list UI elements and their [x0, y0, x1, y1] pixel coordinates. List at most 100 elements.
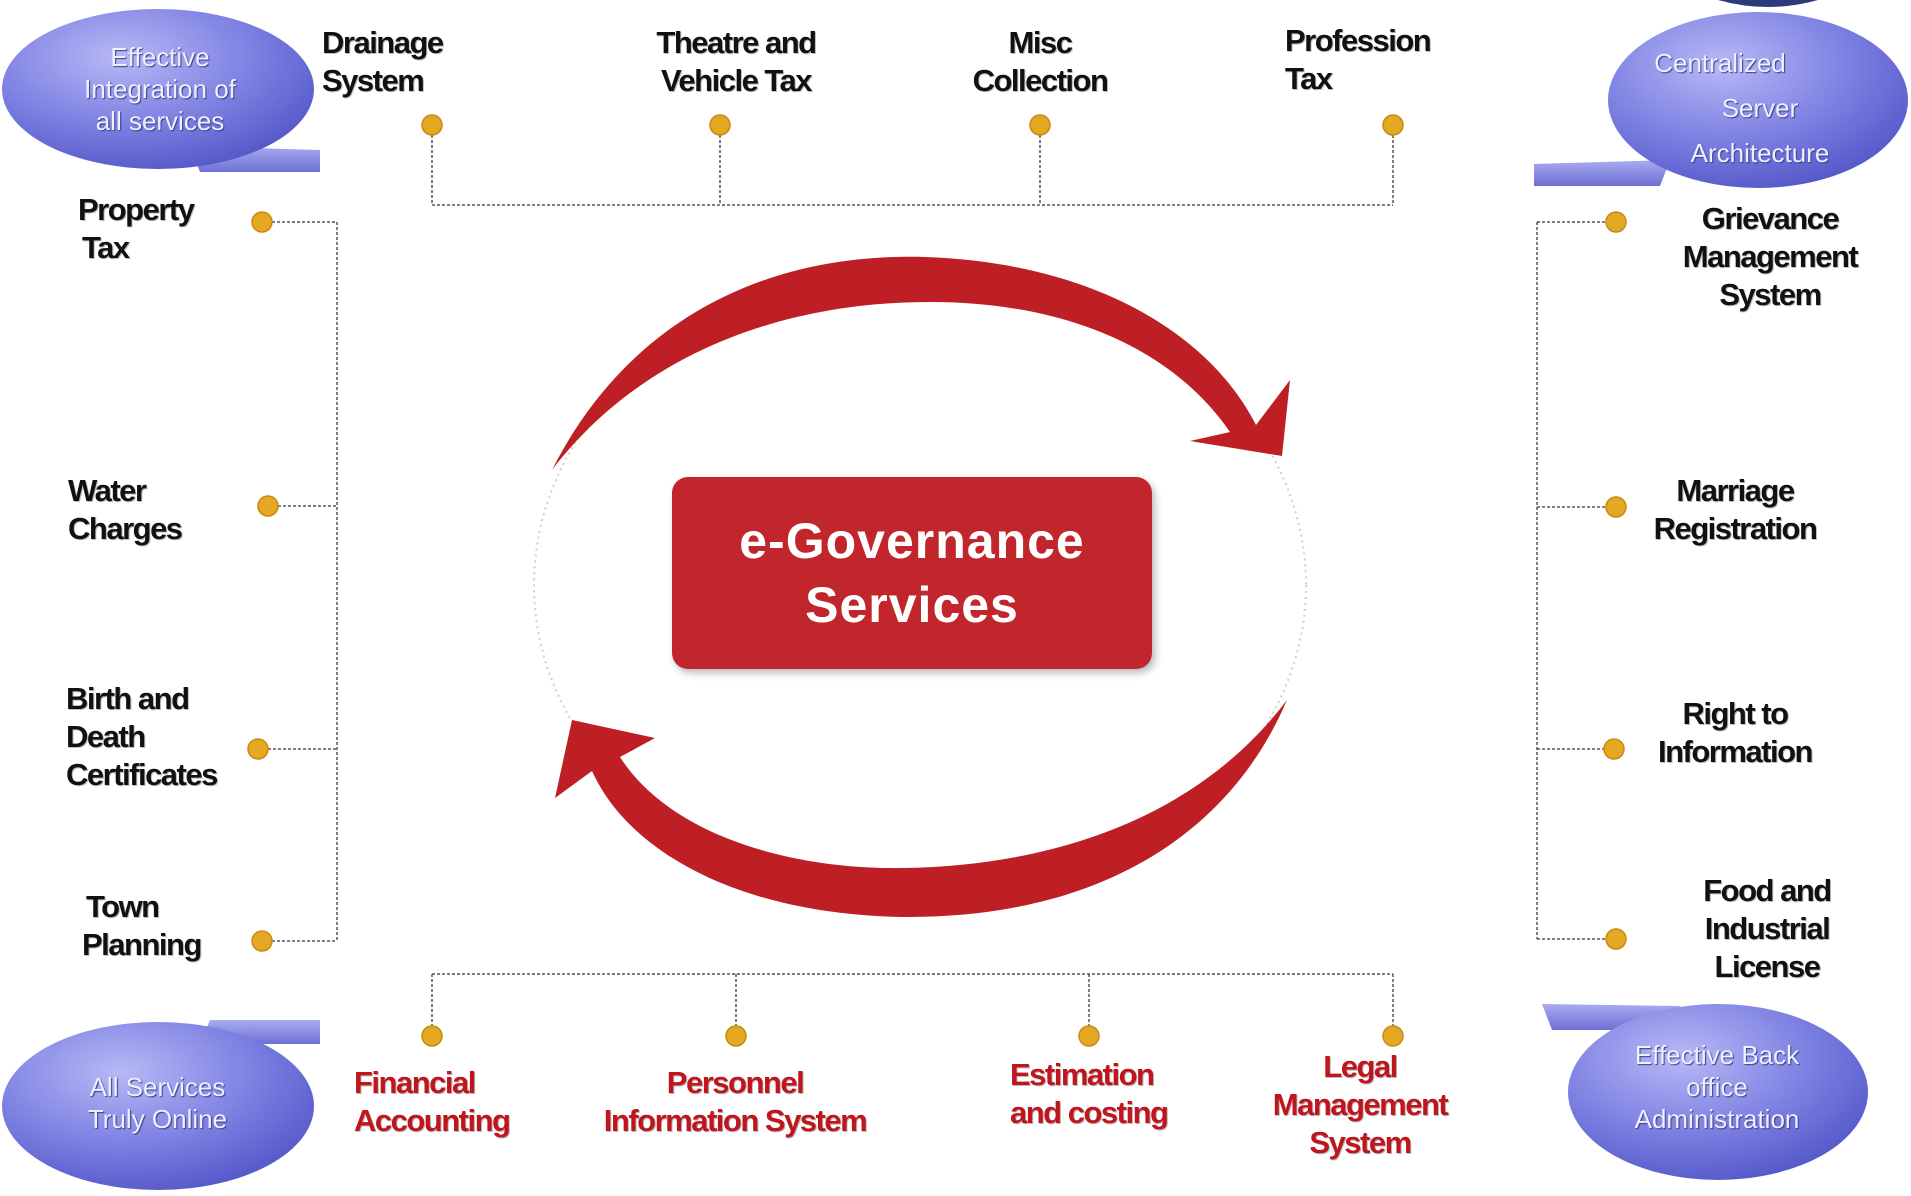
service-personnel-information-system: Personnel Information System — [580, 1064, 890, 1140]
bottom-dot — [1078, 1025, 1100, 1047]
top-dot — [709, 114, 731, 136]
callout-bubble — [1568, 1004, 1868, 1180]
service-marriage-registration: Marriage Registration — [1625, 472, 1845, 548]
service-label-line: Tax — [1285, 61, 1333, 96]
service-theatre-vehicle-tax: Theatre and Vehicle Tax — [636, 24, 836, 100]
service-label-line: Management — [1682, 239, 1859, 274]
service-food-industrial-license: Food and Industrial License — [1660, 872, 1874, 986]
left-connector-group — [258, 221, 338, 942]
central-title-line1: e-Governance — [739, 513, 1085, 569]
service-label-line: Planning — [82, 927, 202, 962]
service-label-line: Grievance — [1701, 201, 1840, 236]
callout-bubble — [1608, 12, 1908, 188]
service-legal-management-system: Legal Management System — [1250, 1048, 1470, 1162]
service-label-line: Information — [1658, 734, 1814, 769]
central-title-box: e-Governance Services — [672, 477, 1152, 669]
cycle-arrow-top — [552, 256, 1290, 470]
service-label-line: Right to — [1682, 696, 1789, 731]
top-dot — [1029, 114, 1051, 136]
callout-text-top-right: Centralized Server Architecture — [1625, 41, 1895, 176]
bottom-dot — [1382, 1025, 1404, 1047]
service-label-line: Food and — [1703, 873, 1832, 908]
service-label-line: Tax — [82, 230, 130, 265]
service-label-line: System — [1719, 277, 1822, 312]
logo-fragment — [1718, 0, 1818, 7]
callout-line: Integration of — [84, 74, 236, 104]
callout-bubble — [2, 9, 314, 169]
callout-line: office — [1686, 1072, 1748, 1102]
service-label-line: Drainage — [322, 25, 444, 60]
service-label-line: Financial — [354, 1065, 476, 1100]
service-label-line: Accounting — [354, 1103, 511, 1138]
callout-bottom-left — [2, 1020, 320, 1190]
callout-line: Server — [1721, 93, 1799, 123]
callout-line: Effective — [110, 42, 210, 72]
service-label-line: Misc — [1008, 25, 1073, 60]
service-label-line: Town — [86, 889, 160, 924]
left-dot — [251, 930, 273, 952]
service-label-line: System — [1309, 1125, 1412, 1160]
service-label-line: and costing — [1010, 1095, 1169, 1130]
service-property-tax: Property Tax — [78, 191, 195, 267]
service-label-line: Registration — [1653, 511, 1818, 546]
service-estimation-and-costing: Estimation and costing — [1010, 1056, 1169, 1132]
callout-line: Administration — [1634, 1104, 1800, 1134]
bottom-connector-group — [431, 973, 1394, 1036]
callout-text-bottom-left: All Services Truly Online — [50, 1071, 265, 1135]
service-misc-collection: Misc Collection — [950, 24, 1130, 100]
right-dot — [1605, 928, 1627, 950]
callout-tail — [1534, 160, 1670, 186]
central-title-line2: Services — [805, 577, 1019, 633]
connector-dots — [247, 114, 1627, 1047]
service-label-line: Industrial — [1704, 911, 1831, 946]
callout-line: Centralized — [1654, 48, 1786, 78]
service-label-line: Legal — [1323, 1049, 1398, 1084]
service-birth-death-certificates: Birth and Death Certificates — [66, 680, 218, 794]
service-town-planning: Town Planning — [82, 888, 202, 964]
service-label-line: System — [322, 63, 425, 98]
service-label-line: Death — [66, 719, 146, 754]
bottom-dot — [725, 1025, 747, 1047]
service-label-line: Personnel — [666, 1065, 805, 1100]
left-dot — [247, 738, 269, 760]
cycle-arrow-bottom — [555, 700, 1287, 918]
service-label-line: Theatre and — [656, 25, 817, 60]
service-label-line: Charges — [68, 511, 183, 546]
service-label-line: Management — [1272, 1087, 1449, 1122]
callout-top-left — [2, 9, 320, 172]
right-dot — [1603, 738, 1625, 760]
service-right-to-information: Right to Information — [1625, 695, 1845, 771]
service-drainage-system: Drainage System — [322, 24, 444, 100]
right-dot — [1605, 496, 1627, 518]
callout-line: all services — [95, 106, 225, 136]
callout-line: All Services — [89, 1072, 226, 1102]
service-profession-tax: Profession Tax — [1285, 22, 1432, 98]
service-label-line: Water — [68, 473, 147, 508]
callout-line: Truly Online — [87, 1104, 228, 1134]
callout-line: Architecture — [1690, 138, 1830, 168]
service-label-line: Profession — [1285, 23, 1432, 58]
left-dot — [257, 495, 279, 517]
service-label-line: Marriage — [1676, 473, 1795, 508]
callout-text-bottom-right: Effective Back office Administration — [1602, 1039, 1832, 1135]
service-label-line: License — [1714, 949, 1821, 984]
service-water-charges: Water Charges — [68, 472, 183, 548]
service-label-line: Vehicle Tax — [660, 63, 813, 98]
service-label-line: Estimation — [1010, 1057, 1155, 1092]
service-label-line: Collection — [972, 63, 1109, 98]
callout-line: Effective Back — [1634, 1040, 1800, 1070]
top-dot — [1382, 114, 1404, 136]
bottom-dot — [421, 1025, 443, 1047]
service-label-line: Birth and — [66, 681, 190, 716]
callout-bubble — [2, 1022, 314, 1190]
left-dot — [251, 211, 273, 233]
right-dot — [1605, 211, 1627, 233]
right-connector-group — [1536, 221, 1616, 940]
callout-bottom-right — [1542, 1004, 1868, 1180]
callout-top-right — [1534, 12, 1908, 188]
service-label-line: Certificates — [66, 757, 218, 792]
callout-text-top-left: Effective Integration of all services — [50, 41, 270, 137]
service-grievance-management-system: Grievance Management System — [1650, 200, 1890, 314]
service-financial-accounting: Financial Accounting — [354, 1064, 511, 1140]
